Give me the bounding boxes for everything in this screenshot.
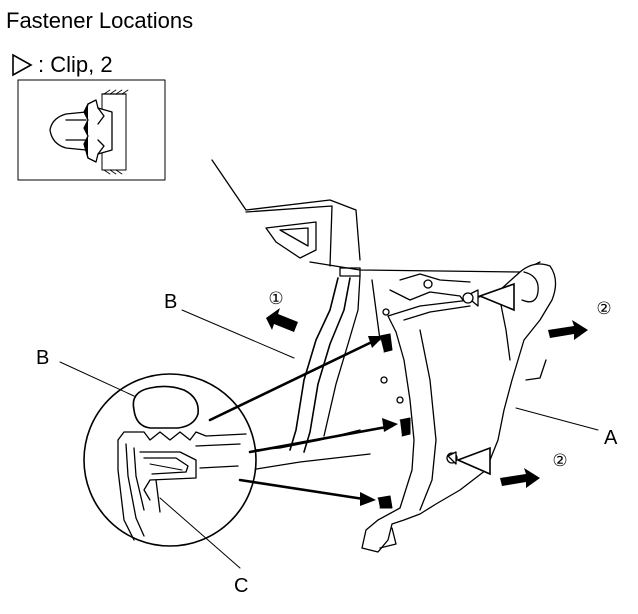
step-2-lower-label: ② [552, 451, 567, 470]
direction-arrows [266, 308, 588, 488]
clip-marker-upper [477, 282, 515, 312]
step-1-label: ① [268, 289, 283, 308]
seal-detail-circle [83, 373, 257, 547]
legend: : Clip, 2 [10, 52, 113, 78]
diagram-title: Fastener Locations [6, 8, 194, 33]
arrow-step-2-lower [500, 468, 540, 488]
step-2-upper-label: ② [596, 299, 611, 318]
arrow-step-2-upper [548, 320, 588, 340]
leader-lines [59, 309, 599, 569]
clip-marker-lower [455, 446, 491, 476]
label-c: C [234, 575, 248, 597]
detail-guide-arrows [208, 338, 394, 502]
arrow-step-1 [266, 308, 298, 332]
part-a-trim-panel [361, 263, 557, 553]
label-b-lower: B [36, 347, 49, 369]
label-b-upper: B [164, 291, 177, 313]
triangle-outline-icon [12, 53, 33, 77]
clip-detail-inset [17, 79, 166, 181]
part-labels: B B A C [36, 291, 618, 597]
clip-markers [455, 282, 515, 476]
label-a: A [604, 427, 618, 449]
step-numbers: ① ② ② [268, 289, 611, 470]
legend-text: : Clip, 2 [38, 52, 113, 77]
